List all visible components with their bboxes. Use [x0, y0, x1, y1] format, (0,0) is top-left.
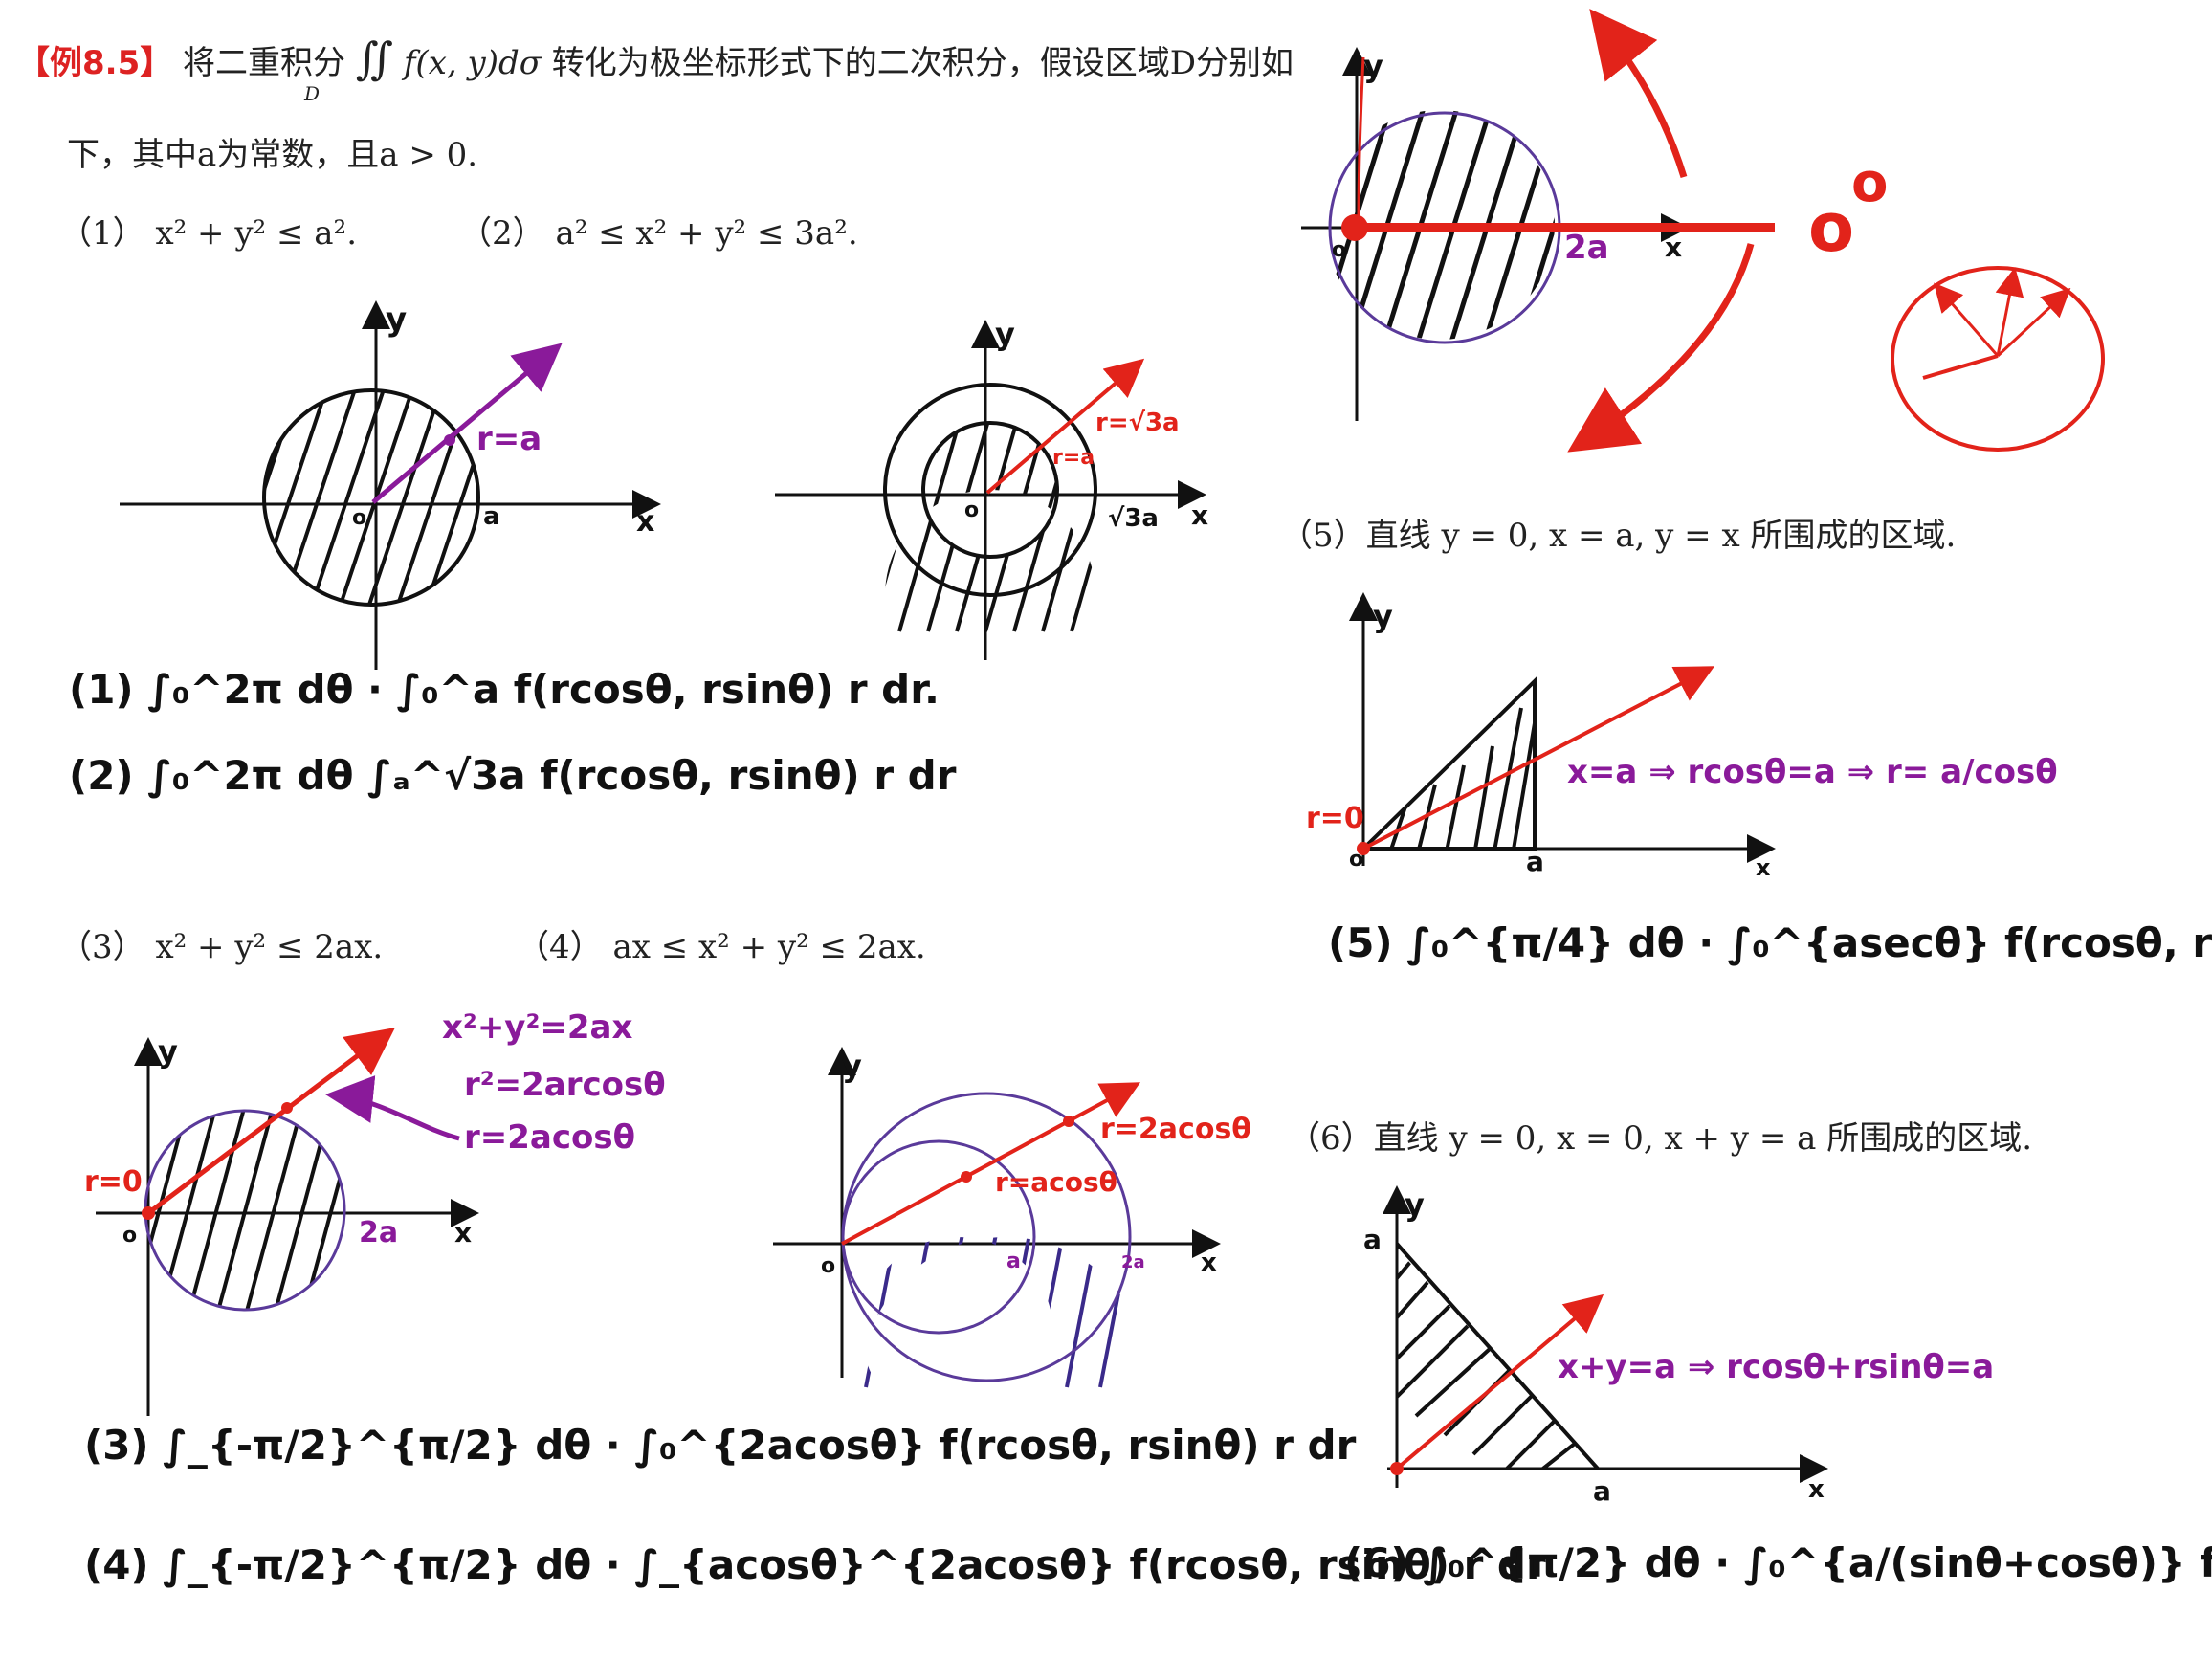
label-r-2acos: r=2acosθ — [1100, 1113, 1251, 1146]
diagram-6: y x a a x+y=a ⇒ rcosθ+rsinθ=a — [1363, 1185, 1994, 1507]
label-o5: o — [1349, 848, 1363, 872]
label-r-acos: r=acosθ — [995, 1166, 1117, 1198]
label-y2: y — [995, 316, 1015, 352]
integral-symbol: ∬ — [355, 33, 394, 84]
integrand: f(x, y)dσ — [403, 44, 542, 82]
label-x-top: x — [1665, 232, 1682, 263]
diagram-2: y x o √3a r=√3a r=a — [775, 316, 1208, 660]
answer-6: (6) ∫₀^{π/2} dθ · ∫₀^{a/(sinθ+cosθ)} f(r… — [1344, 1539, 2212, 1586]
eq5: x=a ⇒ rcosθ=a ⇒ r= a/cosθ — [1567, 753, 2058, 791]
answer-3: (3) ∫_{-π/2}^{π/2} dθ · ∫₀^{2acosθ} f(rc… — [84, 1422, 1357, 1469]
label-a6-x: a — [1593, 1475, 1611, 1507]
label-a5: a — [1526, 846, 1544, 877]
item-q3: （3） x² + y² ≤ 2ax. — [59, 928, 384, 966]
item-q2: （2） a² ≤ x² + y² ≤ 3a². — [459, 214, 858, 253]
label-r-a: r=a — [476, 420, 542, 458]
answer-1: (1) ∫₀^2π dθ · ∫₀^a f(rcosθ, rsinθ) r dr… — [69, 666, 940, 713]
answer-5: (5) ∫₀^{π/4} dθ · ∫₀^{asecθ} f(rcosθ, rs… — [1328, 919, 2212, 966]
mark-o-big: o — [1808, 188, 1854, 267]
problem-text-before: 将二重积分 — [183, 44, 346, 82]
label-x3: x — [454, 1217, 472, 1249]
label-x2: x — [1191, 499, 1208, 531]
eq6: x+y=a ⇒ rcosθ+rsinθ=a — [1558, 1348, 1994, 1386]
label-sqrt3a: √3a — [1108, 504, 1159, 533]
label-a4: a — [1006, 1249, 1021, 1273]
label-y5: y — [1373, 598, 1393, 634]
diagram-1: y x o a r=a — [120, 300, 661, 670]
label-r0: r=0 — [84, 1165, 143, 1199]
item-q6: （6）直线 y = 0, x = 0, x + y = a 所围成的区域. — [1288, 1119, 2032, 1158]
answer-4: (4) ∫_{-π/2}^{π/2} dθ · ∫_{acosθ}^{2acos… — [84, 1541, 1546, 1588]
item-q4: （4） ax ≤ x² + y² ≤ 2ax. — [517, 928, 926, 966]
region-circle — [262, 388, 480, 607]
label-a6-y: a — [1363, 1224, 1382, 1255]
eq3-line2: r²=2arcosθ — [464, 1066, 666, 1104]
label-y3: y — [158, 1033, 178, 1070]
eq3-line3: r=2acosθ — [464, 1118, 635, 1157]
integral-subscript: D — [304, 82, 321, 105]
label-r-sqrt3a: r=√3a — [1095, 409, 1180, 437]
diagram-3: y x o 2a r=0 x²+y²=2ax r²=2arcosθ r=2aco… — [84, 1008, 666, 1416]
problem-line2: 下，其中a为常数，且a > 0. — [67, 136, 478, 174]
label-x5: x — [1756, 854, 1771, 881]
item-q1: （1） x² + y² ≤ a². — [59, 214, 357, 253]
label-o3: o — [122, 1224, 137, 1248]
label-o4: o — [821, 1254, 835, 1278]
problem-header: 【例8.5】 将二重积分 ∬ f(x, y)dσ 转化为极坐标形式下的二次积分，… — [17, 33, 1294, 84]
problem-tag: 【例8.5】 — [17, 44, 173, 82]
label-x6: x — [1808, 1475, 1825, 1504]
label-y: y — [386, 300, 407, 339]
mark-o-small: o — [1851, 152, 1888, 214]
label-o: o — [352, 506, 366, 530]
label-r-a-inner: r=a — [1052, 446, 1095, 470]
diagram-5: y x o a r=0 x=a ⇒ rcosθ=a ⇒ r= a/cosθ — [1306, 592, 2058, 881]
label-r0-5: r=0 — [1306, 802, 1364, 835]
problem-text-after: 转化为极坐标形式下的二次积分，假设区域D分别如 — [551, 44, 1294, 82]
label-y4: y — [842, 1048, 862, 1084]
label-y6: y — [1405, 1186, 1425, 1223]
label-2a: 2a — [359, 1216, 398, 1249]
diagram-4: y x o a 2a r=2acosθ r=acosθ — [773, 1047, 1251, 1388]
label-x4: x — [1201, 1249, 1217, 1277]
label-2a-top: 2a — [1564, 229, 1609, 267]
label-y-top: y — [1363, 48, 1383, 84]
item-q5: （5）直线 y = 0, x = a, y = x 所围成的区域. — [1280, 517, 1957, 555]
label-a: a — [483, 502, 500, 531]
label-x: x — [636, 505, 654, 539]
label-o2: o — [964, 498, 979, 522]
answer-2: (2) ∫₀^2π dθ ∫ₐ^√3a f(rcosθ, rsinθ) r dr — [69, 752, 957, 799]
label-2a4: 2a — [1121, 1252, 1145, 1272]
eq3-line1: x²+y²=2ax — [442, 1008, 632, 1047]
label-o-top: o — [1332, 238, 1346, 262]
diagram-top-right: o o y x o 2a — [1301, 9, 2105, 453]
ray — [371, 343, 563, 504]
